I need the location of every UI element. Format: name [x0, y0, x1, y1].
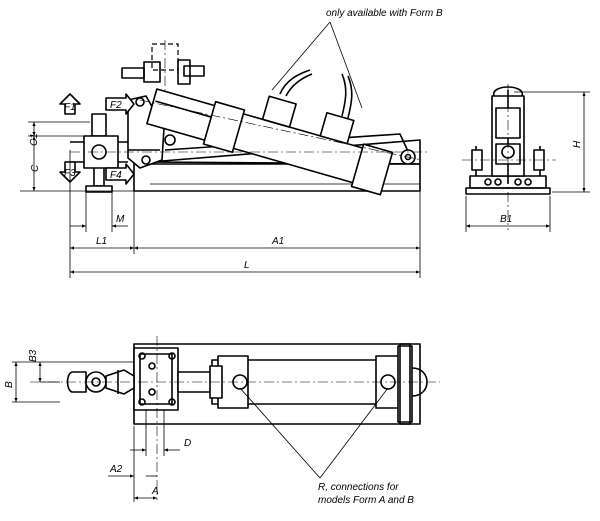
top-note: only available with Form B [271, 8, 443, 109]
top-dimensions: B B3 D A2 A [4, 349, 191, 502]
force-arrow-f1 [59, 93, 81, 115]
dim-label-b1: B1 [500, 214, 512, 225]
dim-label-a1: A1 [271, 236, 284, 247]
dim-label-c: C [30, 164, 41, 172]
dim-label-a: A [151, 486, 159, 497]
force-label-f2: F2 [110, 100, 122, 111]
dim-label-h: H [572, 140, 583, 148]
front-dimensions: H B1 [465, 91, 590, 232]
dim-label-b3: B3 [28, 349, 39, 362]
dim-label-m: M [116, 214, 125, 225]
force-label-f4: F4 [110, 170, 122, 181]
note-bottom-line2: models Form A and B [318, 495, 414, 506]
dim-label-d: D [184, 438, 191, 449]
force-arrow-f4 [105, 163, 135, 185]
dim-label-l: L [244, 260, 250, 271]
dim-label-l1: L1 [96, 236, 107, 247]
bottom-note: R, connections for models Form A and B [239, 387, 414, 506]
side-dimensions: C1 C M L1 A1 L [20, 121, 421, 278]
note-bottom-line1: R, connections for [318, 482, 399, 493]
side-view [70, 40, 430, 196]
top-view [30, 336, 440, 500]
dim-label-b: B [4, 381, 15, 388]
note-top: only available with Form B [326, 8, 443, 19]
front-view [462, 84, 556, 230]
force-label-f1: F1 [64, 102, 76, 113]
dim-label-c1: C1 [29, 133, 40, 146]
dim-label-a2: A2 [109, 464, 123, 475]
force-arrow-f2 [105, 93, 135, 115]
